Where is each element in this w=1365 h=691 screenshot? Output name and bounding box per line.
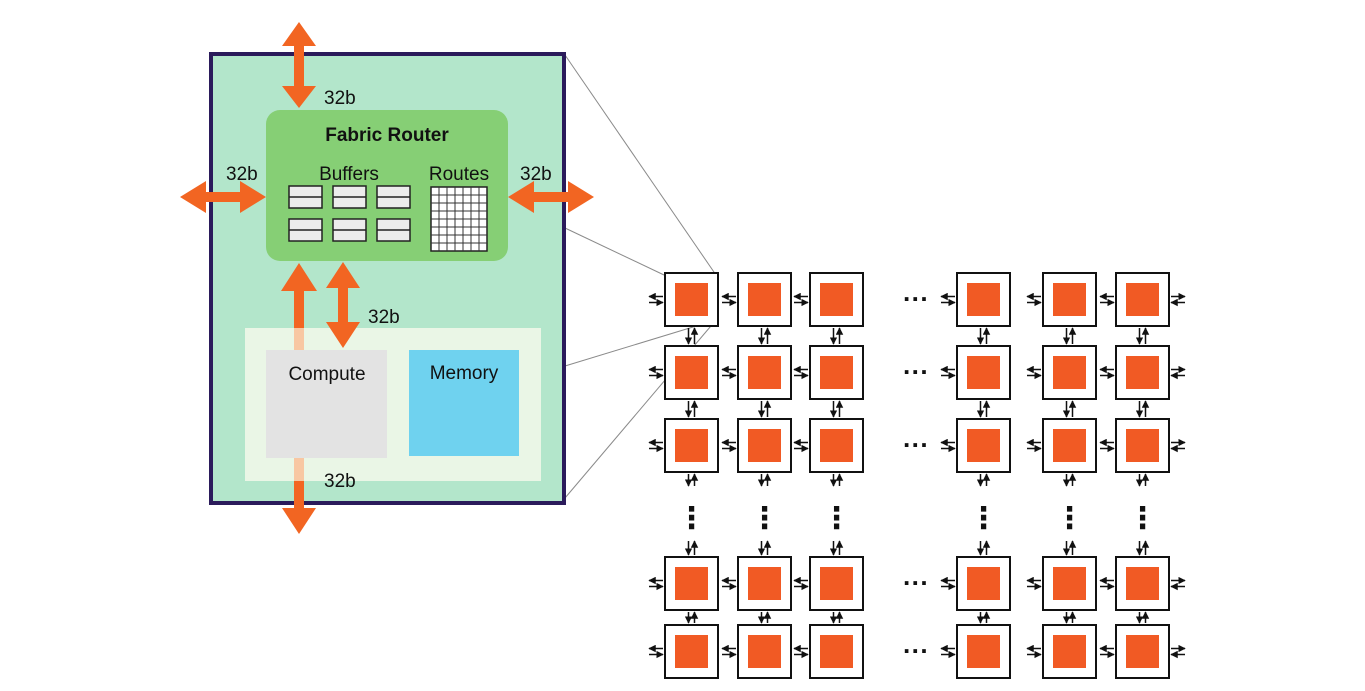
pe-tile — [1099, 345, 1186, 418]
pe-tile — [721, 272, 792, 345]
pe-tile — [648, 345, 719, 418]
pe-tile — [648, 540, 719, 624]
pe-tile — [1026, 418, 1097, 487]
ellipsis-horizontal: ··· — [903, 568, 929, 598]
pe-tile — [1026, 272, 1097, 345]
ellipsis-vertical: ⋮ — [969, 502, 999, 535]
routes-grid-icon — [430, 186, 488, 252]
pe-tile — [648, 272, 719, 345]
ellipsis-vertical: ⋮ — [1055, 502, 1085, 535]
link-width-top: 32b — [324, 88, 356, 109]
pe-tile — [1099, 272, 1186, 345]
ellipsis-horizontal: ··· — [903, 357, 929, 387]
pe-tile — [648, 418, 719, 487]
pe-tile — [1026, 624, 1097, 679]
buffers-icon — [288, 185, 411, 242]
pe-tile — [648, 624, 719, 679]
mesh-ellipses: ··· ··· ··· ··· ··· ⋮ ⋮ ⋮ ⋮ ⋮ ⋮ — [677, 284, 1158, 666]
ellipsis-horizontal: ··· — [903, 430, 929, 460]
router-title: Fabric Router — [325, 125, 449, 146]
pe-tile — [721, 540, 792, 624]
link-width-compute: 32b — [368, 307, 400, 328]
pe-tile — [793, 418, 864, 487]
link-arrows — [180, 22, 594, 534]
arrow-bottom-icon — [282, 481, 316, 534]
memory-label: Memory — [430, 363, 499, 384]
arrow-right-icon — [508, 181, 594, 213]
arrow-compute-link-icon — [326, 262, 360, 348]
pe-mesh — [648, 272, 1186, 679]
memory-block — [409, 350, 519, 456]
ellipsis-vertical: ⋮ — [822, 502, 852, 535]
pe-tile — [793, 540, 864, 624]
compute-label: Compute — [288, 364, 365, 385]
link-width-left: 32b — [226, 164, 258, 185]
pe-tile — [1026, 540, 1097, 624]
arrow-top-icon — [282, 22, 316, 108]
link-width-right: 32b — [520, 164, 552, 185]
pe-tile — [940, 272, 1011, 345]
ellipsis-vertical: ⋮ — [677, 502, 707, 535]
pe-tile — [1099, 418, 1186, 487]
arrow-left-icon — [180, 181, 266, 213]
pe-tile — [1099, 540, 1186, 624]
pe-tile — [793, 272, 864, 345]
compute-block — [266, 350, 387, 458]
ellipsis-vertical: ⋮ — [750, 502, 780, 535]
pe-tile — [721, 418, 792, 487]
pe-tile — [1099, 624, 1186, 679]
pe-tile — [940, 540, 1011, 624]
pe-tile — [940, 345, 1011, 418]
buffers-label: Buffers — [319, 164, 379, 185]
pe-tile — [793, 624, 864, 679]
pe-tile — [1026, 345, 1097, 418]
ellipsis-vertical: ⋮ — [1128, 502, 1158, 535]
pe-tile — [793, 345, 864, 418]
routes-label: Routes — [429, 164, 489, 185]
ellipsis-horizontal: ··· — [903, 284, 929, 314]
pe-tile — [940, 624, 1011, 679]
ellipsis-horizontal: ··· — [903, 636, 929, 666]
pe-tile — [721, 345, 792, 418]
pe-tile — [940, 418, 1011, 487]
link-width-bottom: 32b — [324, 471, 356, 492]
pe-tile — [721, 624, 792, 679]
arrow-router-out-icon — [281, 263, 317, 328]
